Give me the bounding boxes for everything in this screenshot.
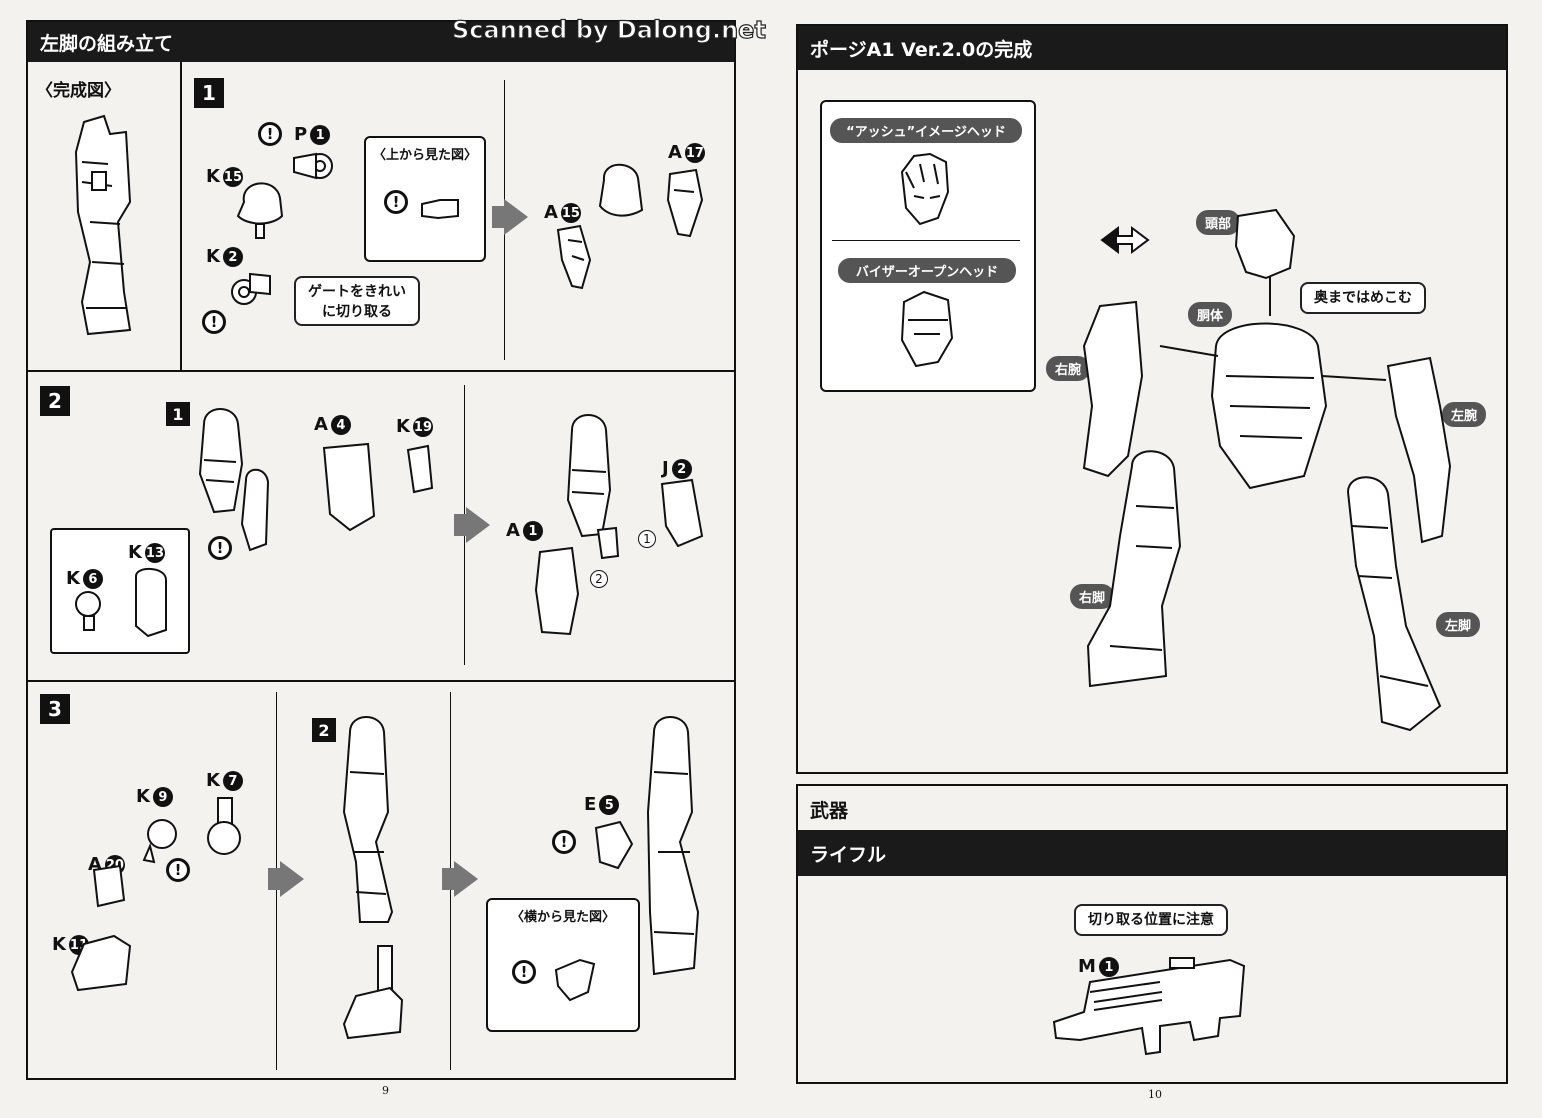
- divider-col-finished: [180, 62, 182, 370]
- step-arrow-shaft: [442, 868, 454, 890]
- right-page-title: ポージA1 Ver.2.0の完成: [798, 26, 1506, 70]
- divider-row2: [26, 680, 736, 682]
- step-arrow: [454, 861, 478, 897]
- head-box-divider: [832, 240, 1020, 241]
- rifle-title-text: ライフル: [810, 843, 887, 866]
- warning-icon: !: [202, 310, 226, 334]
- step2-sub-number: 1: [166, 402, 190, 426]
- gate-note: ゲートをきれい に切り取る: [294, 276, 420, 326]
- ash-head-illustration: [900, 152, 950, 226]
- finished-leg-illustration: [74, 114, 132, 336]
- rifle-title: ライフル: [798, 830, 1506, 876]
- label-left-arm: 左腕: [1442, 402, 1487, 427]
- step-arrow: [504, 199, 528, 235]
- step-arrow: [466, 507, 490, 543]
- left-page-frame: [26, 20, 736, 1080]
- part-k15-illustration: [236, 182, 284, 239]
- step3-number: 3: [40, 694, 70, 724]
- step2-number: 2: [40, 386, 70, 416]
- head-ash-label: “アッシュ”イメージヘッド: [830, 118, 1022, 143]
- side-view-box: 〈横から見た図〉 !: [486, 898, 640, 1032]
- right-page-frame-top: [796, 24, 1508, 774]
- top-view-part-illustration: [421, 199, 459, 220]
- cut-position-note: 切り取る位置に注意: [1074, 904, 1228, 936]
- side-view-label: 〈横から見た図〉: [510, 910, 615, 925]
- side-view-part-illustration: [554, 958, 596, 1002]
- warning-icon: !: [384, 190, 408, 214]
- part-k2-illustration: [231, 272, 271, 305]
- label-right-arm: 右腕: [1046, 356, 1091, 381]
- warning-icon: !: [552, 830, 576, 854]
- finished-label: 〈完成図〉: [36, 81, 121, 101]
- step-arrow-shaft: [454, 514, 466, 536]
- order-label-2: 2: [590, 570, 608, 588]
- top-view-box: 〈上から見た図〉 !: [364, 136, 486, 262]
- rifle-illustration: [1052, 957, 1246, 1056]
- step3-leg-illustration: [342, 716, 404, 1040]
- step-arrow-shaft: [492, 206, 504, 228]
- detail-parts-illustration: [75, 568, 167, 638]
- warning-icon: !: [512, 960, 536, 984]
- step1-number: 1: [194, 78, 224, 108]
- step2-thigh-illustration: [198, 408, 434, 552]
- weapons-title: 武器: [810, 800, 849, 822]
- right-page-number: 10: [1148, 1088, 1162, 1101]
- divider-row1: [26, 370, 736, 372]
- order-label-1: 1: [638, 530, 656, 548]
- step1-result-illustration: [556, 163, 704, 290]
- head-visor-label: バイザーオープンヘッド: [838, 258, 1016, 283]
- warning-icon: !: [166, 858, 190, 882]
- warning-icon: !: [208, 536, 232, 560]
- step3-parts-illustration: [70, 797, 241, 992]
- warning-icon: !: [258, 122, 282, 146]
- push-in-note: 奥まではめこむ: [1300, 282, 1426, 314]
- gate-note-line2: に切り取る: [322, 304, 392, 320]
- label-head: 頭部: [1196, 210, 1241, 235]
- part-p1-illustration: [293, 152, 333, 180]
- watermark: Scanned by Dalong.net: [451, 15, 766, 44]
- label-torso: 胴体: [1188, 302, 1233, 327]
- step-arrow-shaft: [268, 868, 280, 890]
- right-page-title-text: ポージA1 Ver.2.0の完成: [810, 38, 1033, 61]
- robot-assembly-illustration: [1082, 208, 1452, 732]
- label-left-leg: 左脚: [1436, 612, 1481, 637]
- swap-arrows-icon: [1100, 226, 1150, 254]
- label-right-leg: 右脚: [1070, 584, 1115, 609]
- step2-result-illustration: [534, 414, 704, 636]
- visor-head-illustration: [900, 290, 954, 368]
- weapons-frame: [796, 784, 1508, 1084]
- step3-result-illustration: [594, 716, 700, 976]
- step3-sub-number: 2: [312, 718, 336, 742]
- gate-note-line1: ゲートをきれい: [308, 284, 406, 300]
- step-arrow: [280, 861, 304, 897]
- left-page-title: 左脚の組み立て: [28, 22, 734, 62]
- top-view-label: 〈上から見た図〉: [372, 148, 477, 163]
- left-page-number: 9: [382, 1084, 389, 1097]
- left-page-title-text: 左脚の組み立て: [40, 32, 174, 55]
